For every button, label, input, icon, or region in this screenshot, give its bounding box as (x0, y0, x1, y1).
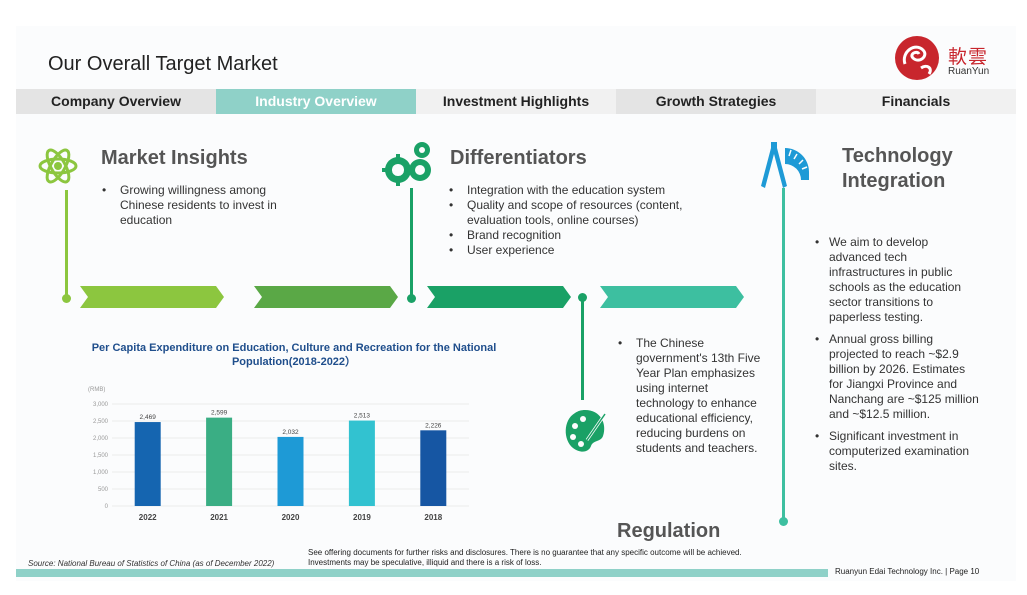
list-item: Brand recognition (443, 228, 713, 243)
technology-title-line1: Technology (842, 145, 953, 167)
page-title: Our Overall Target Market (48, 53, 278, 75)
source-note: Source: National Bureau of Statistics of… (28, 559, 275, 568)
market-insights-title: Market Insights (101, 147, 248, 169)
tab-company-overview[interactable]: Company Overview (16, 89, 216, 114)
x-tick-label: 2020 (282, 513, 300, 522)
tab-growth-strategies[interactable]: Growth Strategies (616, 89, 816, 114)
y-tick-label: 2,000 (93, 436, 109, 442)
expenditure-bar-chart: (RMB) 0 500 1,000 1,500 2,000 2,500 3,000 2,469 2… (88, 387, 469, 522)
tab-industry-overview[interactable]: Industry Overview (216, 89, 416, 114)
arrow-2 (254, 286, 398, 308)
bar-value-label: 2,226 (425, 422, 442, 429)
bar-2020 (277, 436, 304, 506)
disclaimer: See offering documents for further risks… (308, 548, 742, 568)
y-tick-label: 0 (105, 504, 109, 510)
list-item: Growing willingness among Chinese reside… (96, 183, 296, 228)
palette-icon (565, 410, 607, 452)
logo-text-en: RuanYun (948, 66, 990, 77)
tab-financials[interactable]: Financials (816, 89, 1016, 114)
bar-value-label: 2,513 (354, 413, 371, 420)
logo-text-cn: 軟雲 (948, 46, 989, 68)
timeline-dot-1 (62, 294, 71, 303)
arrow-4 (600, 286, 744, 308)
y-tick-label: 2,500 (93, 419, 109, 425)
arrow-3 (427, 286, 571, 308)
technology-title-line2: Integration (842, 170, 946, 192)
market-insights-list: Growing willingness among Chinese reside… (96, 183, 296, 228)
list-item: Quality and scope of resources (content,… (443, 198, 713, 228)
list-item: Annual gross billing projected to reach … (812, 332, 982, 422)
list-item: Significant investment in computerized e… (812, 429, 982, 474)
differentiators-list: Integration with the education system Qu… (443, 183, 713, 258)
timeline-arrows (80, 286, 744, 308)
section-nav: Company Overview Industry Overview Inves… (16, 89, 1016, 114)
regulation-list: The Chinese government's 13th Five Year … (612, 336, 762, 456)
ruanyun-logo (895, 36, 939, 80)
bottom-accent-bar (16, 569, 828, 577)
list-item: Integration with the education system (443, 183, 713, 198)
page-number: Ruanyun Edai Technology Inc. | Page 10 (835, 567, 980, 576)
x-tick-label: 2018 (424, 513, 442, 522)
atom-icon (38, 148, 78, 184)
arrow-1 (80, 286, 224, 308)
gears-icon (382, 142, 431, 186)
y-tick-label: 500 (98, 487, 109, 493)
list-item: We aim to develop advanced tech infrastr… (812, 235, 982, 325)
differentiators-title: Differentiators (450, 147, 587, 169)
disclaimer-line2: Investments may be speculative, illiquid… (308, 558, 542, 567)
y-tick-label: 1,500 (93, 453, 109, 459)
regulation-title: Regulation (617, 520, 721, 542)
timeline-dot-3 (578, 293, 587, 302)
bar-2021 (206, 417, 233, 506)
timeline-line-1 (65, 190, 68, 298)
timeline-line-2 (410, 188, 413, 298)
y-tick-label: 1,000 (93, 470, 109, 476)
timeline-dot-2 (407, 294, 416, 303)
list-item: The Chinese government's 13th Five Year … (612, 336, 762, 456)
compass-ruler-icon (761, 142, 809, 188)
timeline-line-4 (782, 188, 785, 520)
x-tick-label: 2021 (210, 513, 228, 522)
x-tick-label: 2022 (139, 513, 157, 522)
bar-value-label: 2,032 (282, 429, 299, 436)
list-item: User experience (443, 243, 713, 258)
bar-value-label: 2,599 (211, 410, 228, 417)
bar-2019 (348, 420, 375, 506)
technology-list: We aim to develop advanced tech infrastr… (812, 235, 982, 474)
chart-title: Per Capita Expenditure on Education, Cul… (91, 342, 497, 368)
technology-title: Technology Integration (842, 144, 953, 194)
y-tick-label: 3,000 (93, 402, 109, 408)
bar-value-label: 2,469 (140, 414, 157, 421)
y-axis-label: (RMB) (88, 387, 105, 393)
tab-investment-highlights[interactable]: Investment Highlights (416, 89, 616, 114)
disclaimer-line1: See offering documents for further risks… (308, 548, 742, 557)
bar-2022 (134, 422, 161, 506)
timeline-line-3 (581, 298, 584, 400)
x-tick-label: 2019 (353, 513, 371, 522)
timeline-dot-4 (779, 517, 788, 526)
bar-2018 (420, 430, 447, 506)
